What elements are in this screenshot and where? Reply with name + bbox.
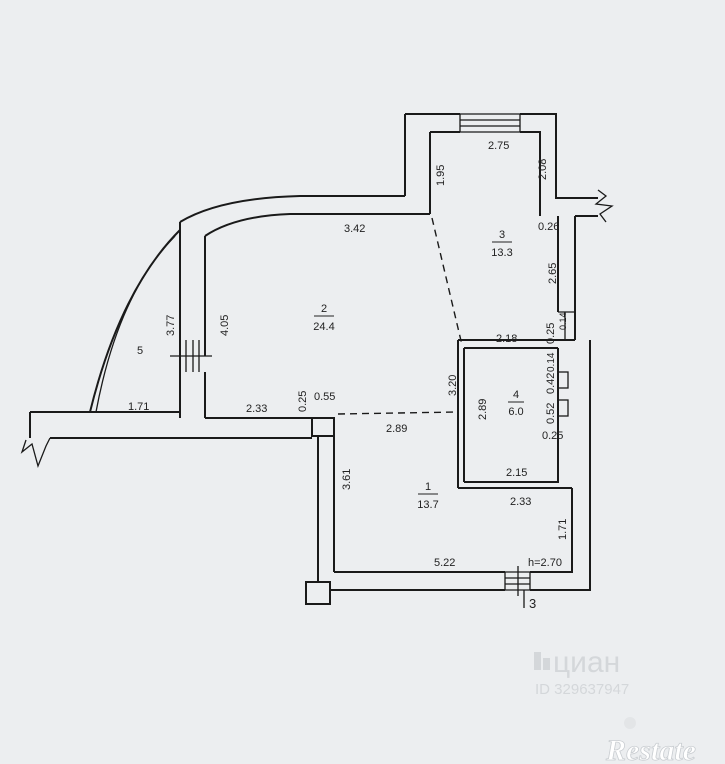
dim-1-71-right: 1.71 (557, 519, 569, 540)
dim-5-22: 5.22 (434, 557, 455, 569)
dim-0-14-mid: 0.14 (546, 352, 557, 372)
interior-walls (337, 217, 575, 489)
room-4-area: 6.0 (508, 406, 523, 418)
dim-0-25-column: 0.25 (297, 391, 309, 412)
dim-2-15: 2.15 (506, 467, 527, 479)
dim-2-65: 2.65 (547, 263, 559, 284)
dim-3-20: 3.20 (447, 375, 459, 396)
watermark-cian: циан (553, 646, 620, 679)
dim-2-18: 2.18 (496, 333, 517, 345)
dim-0-52: 0.52 (545, 403, 557, 424)
dim-0-55: 0.55 (314, 391, 335, 403)
section-mark: 3 (529, 596, 536, 611)
room-1-number: 1 (425, 481, 431, 493)
watermark-cian-icon (534, 652, 550, 670)
room-labels: 2 24.4 3 13.3 4 6.0 1 13.7 5 (137, 229, 524, 511)
outer-walls (20, 113, 614, 608)
dim-2-89-vertical: 2.89 (477, 399, 489, 420)
dim-0-25-right: 0.25 (542, 430, 563, 442)
dim-0-14-top: 0.14 (558, 312, 568, 330)
dim-3-61: 3.61 (341, 469, 353, 490)
ceiling-height: h=2.70 (528, 557, 562, 569)
dim-2-33-left: 2.33 (246, 403, 267, 415)
watermark-cian-id: ID 329637947 (535, 681, 629, 698)
dimension-labels: 2.75 2.08 1.95 3.42 0.26 2.65 2.18 0.25 … (128, 140, 569, 569)
dim-2-08: 2.08 (537, 159, 549, 180)
watermark-restate-icon (624, 717, 636, 729)
dim-0-26: 0.26 (538, 221, 559, 233)
room-1-area: 13.7 (417, 499, 438, 511)
dim-3-77: 3.77 (165, 315, 177, 336)
room-2-area: 24.4 (313, 321, 334, 333)
room-2-number: 2 (321, 303, 327, 315)
dim-1-95: 1.95 (435, 165, 447, 186)
dim-4-05: 4.05 (219, 315, 231, 336)
room-4-number: 4 (513, 389, 519, 401)
dim-0-25-top: 0.25 (545, 323, 557, 344)
dim-2-75: 2.75 (488, 140, 509, 152)
dim-0-42: 0.42 (545, 373, 557, 394)
room-3-area: 13.3 (491, 247, 512, 259)
dim-3-42: 3.42 (344, 223, 365, 235)
dim-2-89-horizontal: 2.89 (386, 423, 407, 435)
dim-1-71-left: 1.71 (128, 401, 149, 413)
watermark-restate: Restate (605, 734, 696, 764)
room-3-number: 3 (499, 229, 505, 241)
dim-2-33-right: 2.33 (510, 496, 531, 508)
room-5-number: 5 (137, 345, 143, 357)
